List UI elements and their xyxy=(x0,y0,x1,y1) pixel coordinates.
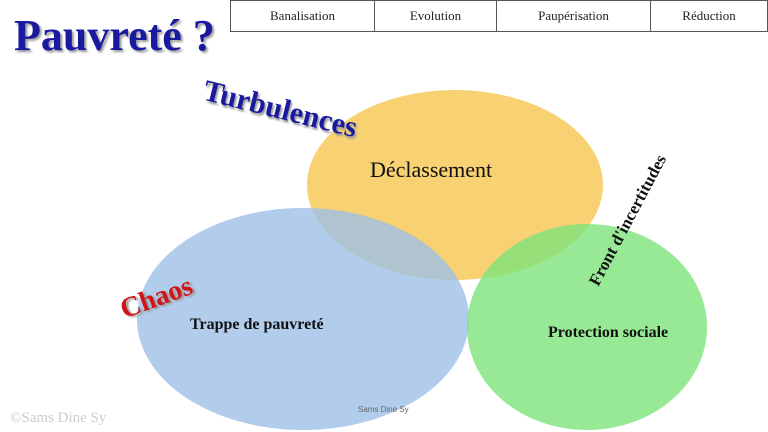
trappe-circle xyxy=(137,208,469,430)
page-title: Pauvreté ? xyxy=(14,11,215,60)
turbulences-label: Turbulences xyxy=(200,74,361,145)
table-cell: Evolution xyxy=(374,0,497,32)
table-cell: Paupérisation xyxy=(496,0,651,32)
watermark: ©Sams Dine Sy xyxy=(10,410,107,426)
caption: Sams Dine Sy xyxy=(358,405,409,414)
table-cell: Réduction xyxy=(650,0,768,32)
category-table: Banalisation Evolution Paupérisation Réd… xyxy=(230,0,768,32)
protection-circle xyxy=(467,224,707,430)
protection-label: Protection sociale xyxy=(548,324,669,341)
declassement-label: Déclassement xyxy=(370,157,493,182)
table-cell: Banalisation xyxy=(230,0,375,32)
trappe-label: Trappe de pauvreté xyxy=(190,316,324,333)
